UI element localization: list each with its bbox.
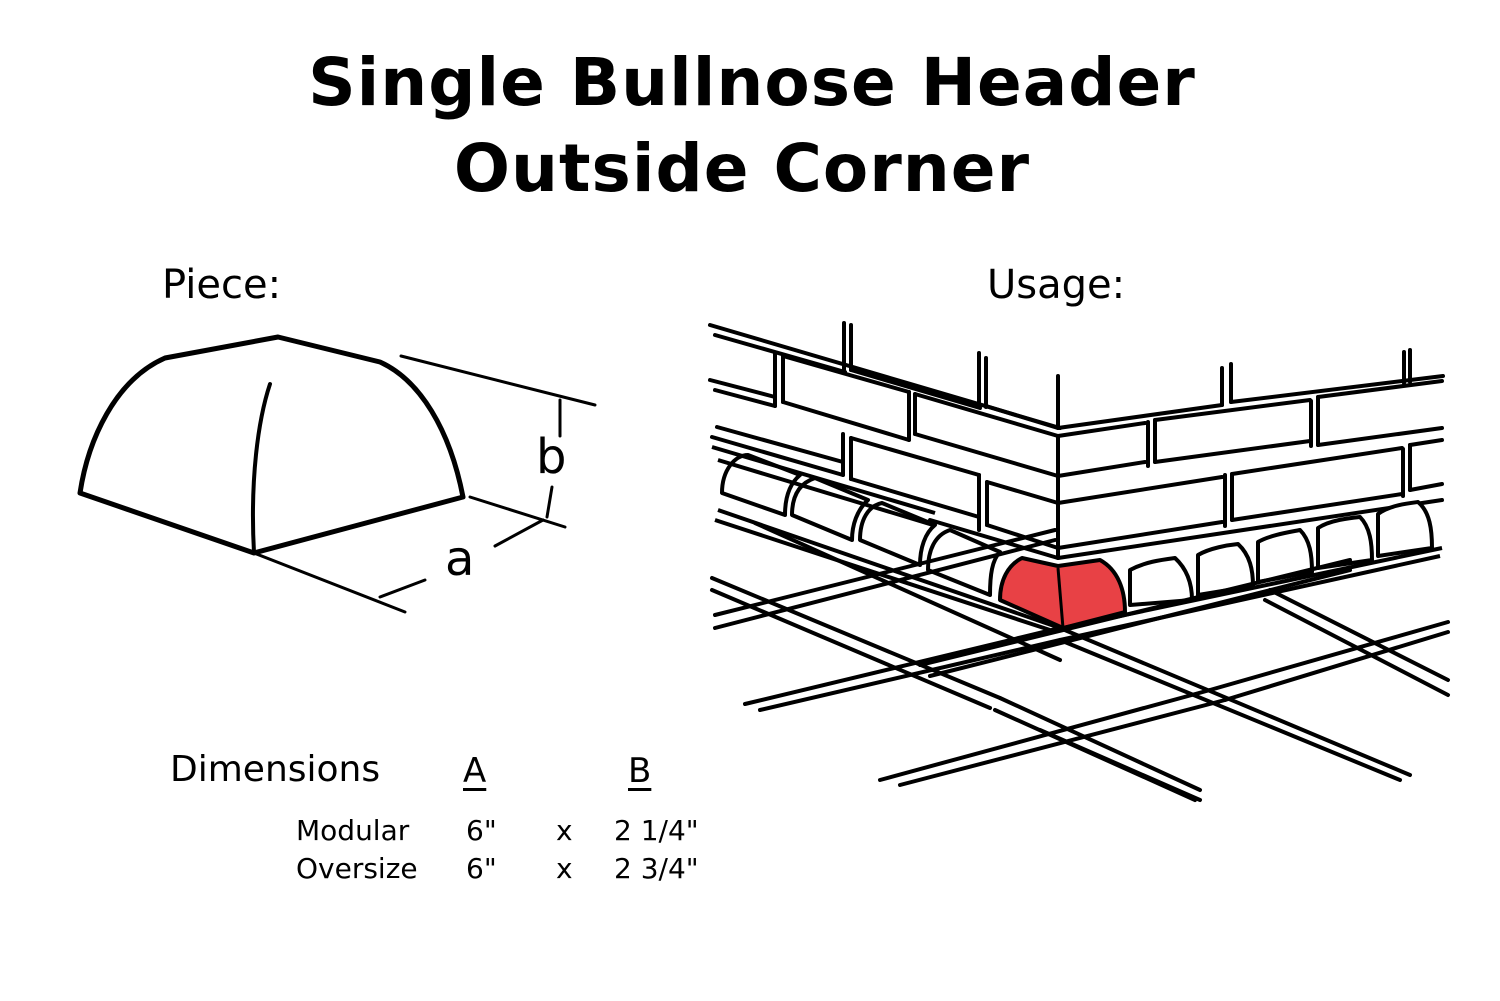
- title-line-2: Outside Corner: [453, 130, 1031, 207]
- row-separator: x: [556, 852, 573, 885]
- column-a-header: A: [463, 751, 487, 791]
- row-b-value: 2 3/4": [614, 852, 699, 885]
- dimension-b-label: b: [536, 429, 567, 485]
- row-name: Modular: [296, 814, 410, 847]
- piece-label: Piece:: [162, 262, 282, 308]
- dimension-a-label: a: [445, 531, 475, 587]
- title-line-1: Single Bullnose Header: [308, 44, 1196, 121]
- row-name: Oversize: [296, 852, 418, 885]
- row-a-value: 6": [466, 852, 497, 885]
- row-b-value: 2 1/4": [614, 814, 699, 847]
- usage-label: Usage:: [987, 262, 1126, 308]
- dimensions-heading: Dimensions: [170, 749, 381, 790]
- column-b-header: B: [628, 751, 652, 791]
- row-a-value: 6": [466, 814, 497, 847]
- row-separator: x: [556, 814, 573, 847]
- highlighted-corner-piece: [998, 556, 1127, 630]
